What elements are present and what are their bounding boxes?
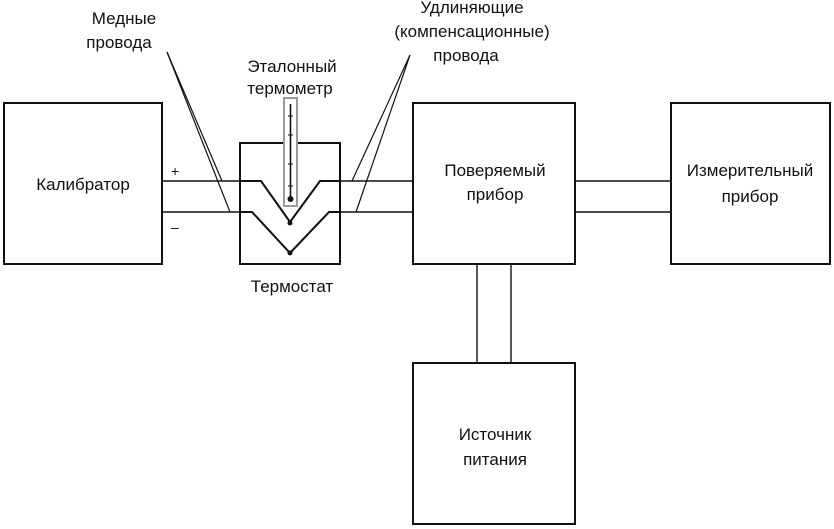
device-under-test-label-2: прибор	[467, 185, 524, 204]
extension-wires-label-1: Удлиняющие	[420, 0, 523, 17]
measuring-device-block: Измерительный прибор	[670, 102, 831, 265]
calibrator-block: Калибратор	[3, 102, 163, 265]
device-under-test-block: Поверяемый прибор	[412, 102, 576, 265]
power-supply-label-1: Источник	[459, 425, 532, 444]
power-supply-block: Источник питания	[412, 362, 576, 525]
reference-thermometer-label-1: Эталонный	[247, 57, 336, 76]
measuring-device-label-2: прибор	[722, 187, 779, 206]
device-under-test-label-1: Поверяемый	[444, 161, 545, 180]
copper-leader-1	[166, 51, 223, 182]
copper-leader-2	[166, 51, 231, 213]
extension-leader-2	[355, 54, 411, 213]
measuring-device-label-1: Измерительный	[687, 161, 813, 180]
minus-sign: –	[171, 219, 179, 235]
plus-sign: +	[171, 163, 179, 179]
junction-dot-lower	[287, 250, 293, 256]
extension-wires-label-2: (компенсационные)	[394, 22, 549, 41]
power-supply-label-2: питания	[463, 450, 527, 469]
junction-dot-upper	[287, 220, 293, 226]
calibrator-label: Калибратор	[36, 175, 130, 194]
reference-thermometer-label-2: термометр	[247, 79, 332, 98]
copper-wires-label-2: провода	[86, 33, 152, 52]
extension-leader-1	[351, 54, 411, 182]
thermostat-label: Термостат	[251, 277, 334, 296]
extension-wires-label-3: провода	[433, 46, 499, 65]
copper-wires-label-1: Медные	[92, 9, 156, 28]
reference-thermometer	[283, 97, 298, 207]
